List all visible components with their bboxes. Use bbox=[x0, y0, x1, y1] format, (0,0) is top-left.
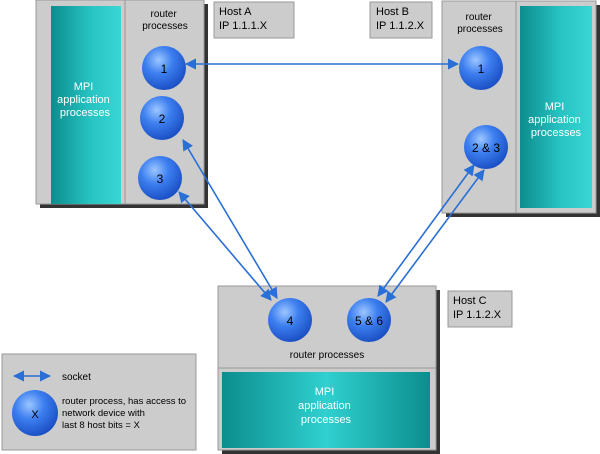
node-label: 3 bbox=[157, 172, 164, 186]
router-node-icon bbox=[140, 96, 184, 140]
host-c-mpi-panel bbox=[222, 372, 430, 448]
router-node-icon bbox=[459, 46, 503, 90]
socket-a2-c4 bbox=[182, 139, 278, 299]
socket-a3-c4 bbox=[178, 191, 272, 301]
node-a3: 3 bbox=[138, 156, 182, 200]
host-c: MPI application processes router process… bbox=[217, 285, 440, 454]
host-b-router-label: router processes bbox=[457, 12, 503, 35]
host-b-tag: Host B IP 1.1.2.X bbox=[369, 1, 433, 39]
host-a-tag-text: Host A IP 1.1.1.X bbox=[219, 6, 268, 32]
router-node-legend-icon bbox=[12, 390, 58, 436]
router-node-icon bbox=[138, 156, 182, 200]
node-label: 2 bbox=[159, 112, 166, 126]
host-a-tag-box bbox=[213, 1, 295, 39]
socket-b23-c56-b bbox=[385, 169, 485, 303]
node-label: 1 bbox=[161, 62, 168, 76]
node-b1: 1 bbox=[459, 46, 503, 90]
host-a: MPI application processes router process… bbox=[35, 0, 208, 208]
node-label: 1 bbox=[478, 62, 485, 76]
legend-node-symbol: X bbox=[31, 409, 39, 421]
host-a-tag: Host A IP 1.1.1.X bbox=[213, 1, 295, 39]
host-a-router-label: router processes bbox=[142, 9, 188, 32]
host-c-router-label: router processes bbox=[290, 350, 364, 361]
node-b23: 2 & 3 bbox=[464, 125, 508, 169]
legend-socket-label: socket bbox=[62, 372, 91, 383]
host-b-mpi-label: MPI application processes bbox=[528, 101, 584, 139]
legend: socket X router process, has access to n… bbox=[1, 353, 197, 451]
node-label: 2 & 3 bbox=[472, 141, 500, 155]
router-node-icon bbox=[268, 298, 312, 342]
node-c4: 4 bbox=[268, 298, 312, 342]
node-label: 5 & 6 bbox=[355, 314, 383, 328]
host-a-mpi-label: MPI application processes bbox=[57, 81, 113, 119]
host-b: MPI application processes router process… bbox=[441, 0, 600, 217]
host-c-tag: Host C IP 1.1.2.X bbox=[447, 290, 513, 328]
socket-b23-c56-a bbox=[377, 164, 475, 297]
node-c56: 5 & 6 bbox=[347, 298, 391, 342]
node-a1: 1 bbox=[142, 46, 186, 90]
host-b-mpi-panel bbox=[520, 6, 592, 208]
host-c-mpi-label: MPI application processes bbox=[298, 386, 354, 426]
host-a-mpi-panel bbox=[51, 6, 121, 204]
host-b-tag-text: Host B IP 1.1.2.X bbox=[376, 6, 425, 32]
node-a2: 2 bbox=[140, 96, 184, 140]
node-label: 4 bbox=[287, 314, 294, 328]
router-node-icon bbox=[142, 46, 186, 90]
router-node-icon bbox=[464, 125, 508, 169]
sockets bbox=[178, 58, 485, 303]
router-node-icon bbox=[347, 298, 391, 342]
legend-node-desc: router process, has access to network de… bbox=[62, 396, 189, 431]
host-b-tag-box bbox=[369, 1, 433, 39]
